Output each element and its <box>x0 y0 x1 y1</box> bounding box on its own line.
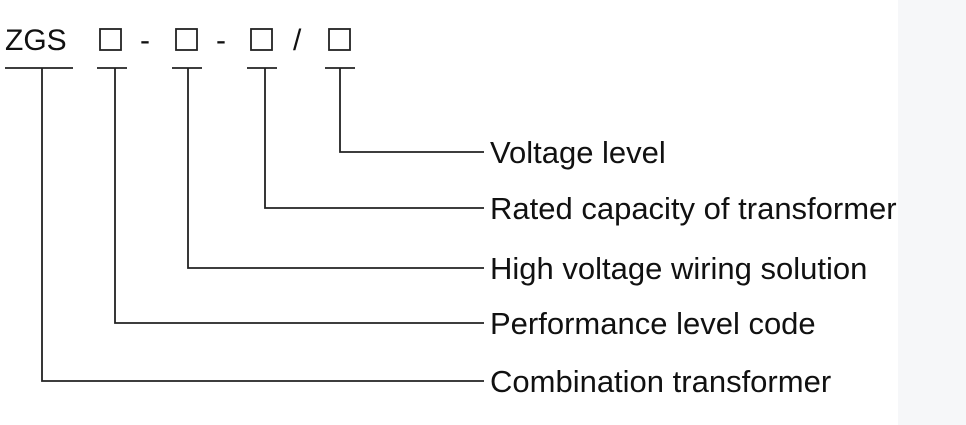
label-performance-code: Performance level code <box>490 306 816 341</box>
placeholder-box-capacity <box>250 28 273 51</box>
leader-wiring <box>187 68 484 269</box>
separator-1: - <box>140 24 150 57</box>
leader-voltage <box>339 68 484 153</box>
leader-capacity <box>264 68 484 209</box>
background-panel <box>898 0 966 425</box>
separator-3: / <box>293 24 302 57</box>
placeholder-box-wiring <box>175 28 198 51</box>
label-wiring-solution: High voltage wiring solution <box>490 251 867 286</box>
leader-performance <box>114 68 484 324</box>
leader-prefix <box>41 68 484 382</box>
placeholder-box-performance <box>99 28 122 51</box>
separator-2: - <box>216 24 226 57</box>
label-combination-transformer: Combination transformer <box>490 364 831 399</box>
model-prefix: ZGS <box>5 24 67 57</box>
label-voltage-level: Voltage level <box>490 135 666 170</box>
label-rated-capacity: Rated capacity of transformer <box>490 191 897 226</box>
placeholder-box-voltage <box>328 28 351 51</box>
